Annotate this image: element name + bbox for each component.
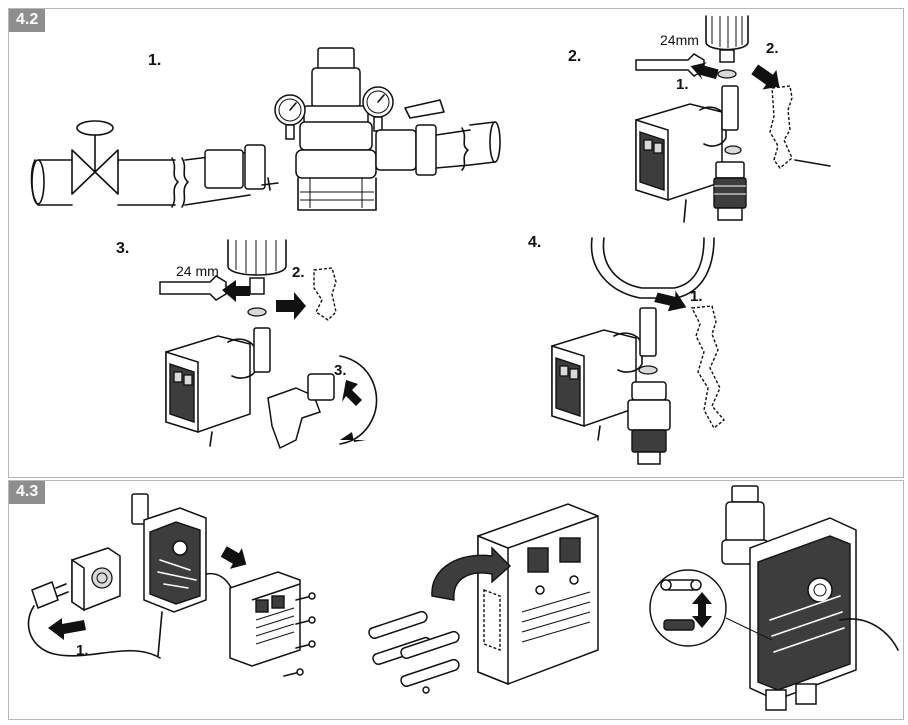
arrow-icon [222,280,250,302]
arrow-icon [692,592,712,628]
old-valve-dashed [769,85,831,170]
wrench-icon [159,275,227,301]
step-3-arrow-3-label: 3. [334,362,347,379]
new-valve-icon [627,381,671,465]
step-4-number: 4. [528,234,542,251]
battery-icon [368,610,460,694]
callout-line [725,617,773,641]
arrow-icon [690,62,719,80]
pipe-right [375,99,501,176]
valve-fitting [721,85,739,131]
filter-bowl-icon [227,239,287,317]
socket-icon [71,547,121,612]
step-4-arrow-1-label: 1. [690,288,703,305]
section-badge-4-3: 4.3 [9,481,46,504]
actuator-icon [635,103,727,223]
section-4-2-panel: 4.2 [8,8,904,478]
fuse-icon [649,569,727,647]
shutoff-valve-icon [71,120,119,195]
old-valve-dashed [313,267,337,321]
hand-turning-icon [267,355,378,450]
valve-fitting [639,307,657,357]
actuator-cover-icon [229,571,301,667]
step-1-number: 1. [148,52,162,69]
actuator-open-icon [131,493,238,657]
section-badge-4-2: 4.2 [9,9,46,32]
arrow-icon [220,546,247,569]
power-plug-icon [27,581,161,659]
step-3-wrench-size: 24 mm [176,263,219,279]
cartridge-icon [713,161,747,221]
arrow-icon [48,618,86,640]
step-2-wrench-size: 24mm [660,32,699,48]
valve-fitting [253,327,271,373]
arrow-icon [276,292,306,320]
step-2-arrow-2-label: 2. [766,40,779,57]
arrow-icon [431,546,512,601]
old-valve-dashed [690,305,726,430]
arrow-icon [342,380,362,406]
actuator-icon [165,335,257,447]
actuator-icon [551,329,643,441]
step-3-arrow-2-label: 2. [292,264,305,281]
pipe-left [30,144,279,208]
step-2-number: 2. [568,48,582,65]
step-2-arrow-1-label: 1. [676,76,689,93]
filter-bowl-icon [705,15,749,79]
pressure-gauge-icon [274,86,394,140]
arrow-icon [654,290,687,312]
arrow-icon [340,432,366,442]
screw-icon [283,592,316,677]
step-3-number: 3. [116,240,130,257]
actuator-open-icon [749,517,899,711]
arrow-icon [751,64,780,90]
